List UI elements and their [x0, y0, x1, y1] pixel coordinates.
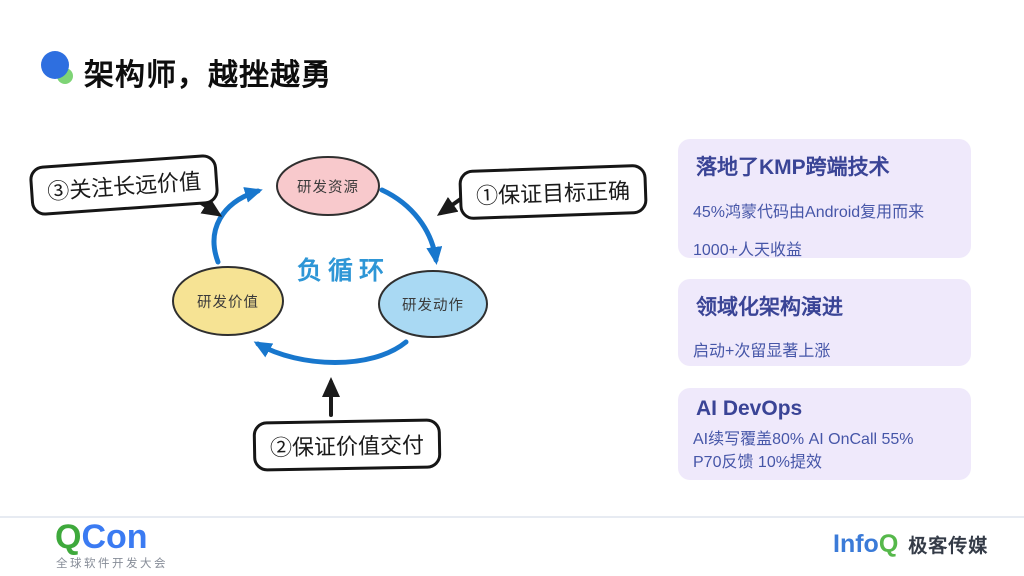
- page-title: 架构师，越挫越勇: [84, 59, 332, 92]
- node-resource-ellipse: [276, 156, 380, 216]
- qcon-logo-q: Q: [55, 518, 82, 556]
- card-ai-devops-line-1: AI续写覆盖80% AI OnCall 55%: [693, 431, 914, 448]
- node-resource-label: 研发资源: [297, 179, 359, 196]
- title-logo-blue-circle: [41, 51, 69, 79]
- card-ai-devops-line-2: P70反馈 10%提效: [693, 454, 822, 471]
- footer-divider: [0, 516, 1024, 518]
- node-action-label: 研发动作: [402, 297, 464, 314]
- card-domain-architecture: 领域化架构演进 启动+次留显著上涨: [678, 279, 971, 366]
- card-kmp-line-2: 1000+人天收益: [693, 242, 802, 259]
- cycle-center-label: 负循环: [297, 257, 391, 285]
- callout-value-delivery: ②保证价值交付: [252, 418, 442, 472]
- arrow-value-to-resource: [211, 187, 263, 265]
- infoq-logo-q: Q: [878, 530, 899, 558]
- card-kmp-line-1: 45%鸿蒙代码由Android复用而来: [693, 204, 925, 221]
- arrow-resource-to-action: [379, 187, 443, 265]
- card-ai-devops-title: AI DevOps: [696, 397, 803, 420]
- card-domain-architecture-title: 领域化架构演进: [696, 296, 843, 319]
- card-domain-architecture-line-1: 启动+次留显著上涨: [693, 343, 831, 360]
- card-ai-devops: AI DevOps AI续写覆盖80% AI OnCall 55% P70反馈 …: [678, 388, 971, 480]
- qcon-subtitle: 全球软件开发大会: [56, 558, 168, 570]
- qcon-logo: QCon: [55, 518, 148, 557]
- infoq-logo-info: Info: [833, 530, 879, 558]
- cycle-diagram: 研发资源 研发动作 研发价值: [172, 156, 488, 417]
- infoq-brand-name: 极客传媒: [908, 536, 989, 557]
- card-kmp-title: 落地了KMP跨端技术: [696, 156, 890, 179]
- qcon-logo-con: Con: [81, 518, 148, 556]
- node-value-label: 研发价值: [197, 294, 259, 311]
- node-value-ellipse: [172, 266, 284, 336]
- node-action-ellipse: [378, 270, 488, 338]
- callout-correct-goal: ①保证目标正确: [458, 163, 648, 221]
- card-kmp: 落地了KMP跨端技术 45%鸿蒙代码由Android复用而来 1000+人天收益: [678, 139, 971, 259]
- arrow-action-to-value: [253, 339, 409, 365]
